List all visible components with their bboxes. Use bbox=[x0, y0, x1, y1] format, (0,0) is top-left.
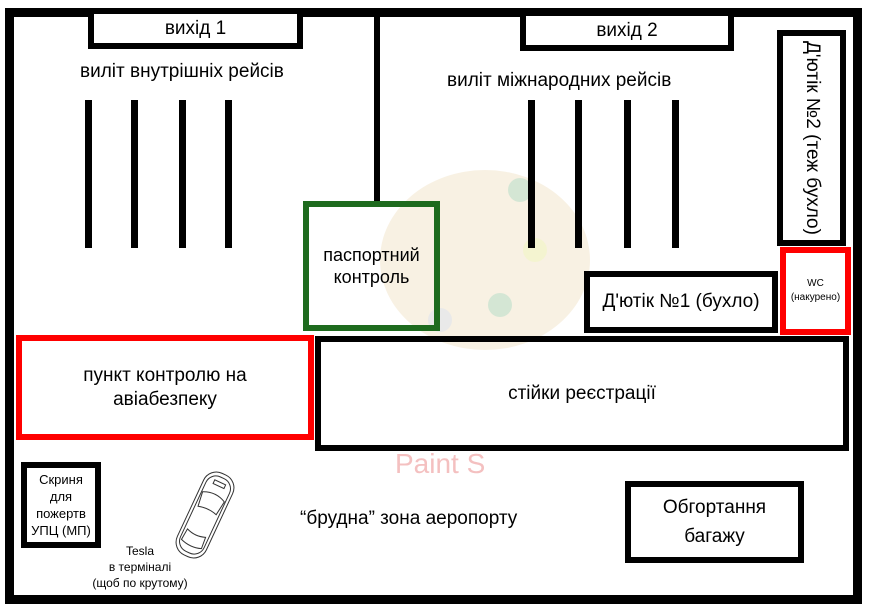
passport-control-label: паспортний контроль bbox=[323, 245, 420, 287]
domestic-gate bbox=[131, 100, 138, 248]
checkin-counters-label: стійки реєстрації bbox=[508, 382, 656, 404]
donation-box-label: Скриня для пожертв УПЦ (МП) bbox=[31, 472, 91, 538]
watermark-text: Paint S bbox=[395, 448, 486, 479]
tesla-car-icon bbox=[175, 471, 235, 559]
tesla-caption-line2: в терміналі bbox=[108, 560, 172, 574]
duty-free-1-label: Д'ютік №1 (бухло) bbox=[602, 291, 760, 312]
security-checkpoint: пункт контролю на авіабезпеку bbox=[16, 335, 314, 440]
exit-1: вихід 1 bbox=[88, 8, 303, 49]
terminal-outer-wall bbox=[5, 8, 862, 604]
wc-title: WC bbox=[807, 278, 824, 289]
domestic-departures-label: виліт внутрішніх рейсів bbox=[80, 61, 284, 82]
baggage-wrap-label: Обгортання багажу bbox=[662, 497, 767, 547]
tesla-caption-line1: Tesla bbox=[125, 544, 154, 558]
domestic-gate bbox=[85, 100, 92, 248]
passport-control: паспортний контроль bbox=[303, 201, 440, 331]
exit-2-label: вихід 2 bbox=[596, 19, 658, 41]
duty-free-2: Д'ютік №2 (теж бухло) bbox=[777, 30, 846, 246]
duty-free-1: Д'ютік №1 (бухло) bbox=[584, 271, 778, 333]
exit-1-label: вихід 1 bbox=[164, 18, 227, 39]
wc: WC (накурено) bbox=[780, 247, 851, 335]
tesla-caption: Tesla в терміналі (щоб по крутому) bbox=[80, 543, 200, 591]
security-checkpoint-label: пункт контролю на авіабезпеку bbox=[83, 364, 247, 410]
donation-box: Скриня для пожертв УПЦ (МП) bbox=[21, 462, 101, 548]
wc-note: (накурено) bbox=[790, 292, 841, 303]
international-gate bbox=[624, 100, 631, 248]
duty-free-2-label: Д'ютік №2 (теж бухло) bbox=[801, 41, 823, 235]
palette-dot bbox=[523, 238, 547, 262]
divider-wall bbox=[374, 12, 380, 202]
landside-label: “брудна” зона аеропорту bbox=[300, 508, 518, 529]
international-departures-label: виліт міжнародних рейсів bbox=[447, 70, 672, 91]
international-gate bbox=[528, 100, 535, 248]
domestic-gate bbox=[225, 100, 232, 248]
tesla-caption-line3: (щоб по крутому) bbox=[92, 576, 188, 590]
international-gate bbox=[575, 100, 582, 248]
checkin-counters: стійки реєстрації bbox=[315, 336, 849, 451]
international-gate bbox=[672, 100, 679, 248]
exit-2: вихід 2 bbox=[520, 10, 734, 51]
baggage-wrap: Обгортання багажу bbox=[625, 481, 804, 563]
palette-dot bbox=[508, 178, 532, 202]
domestic-gate bbox=[179, 100, 186, 248]
palette-dot bbox=[488, 293, 512, 317]
